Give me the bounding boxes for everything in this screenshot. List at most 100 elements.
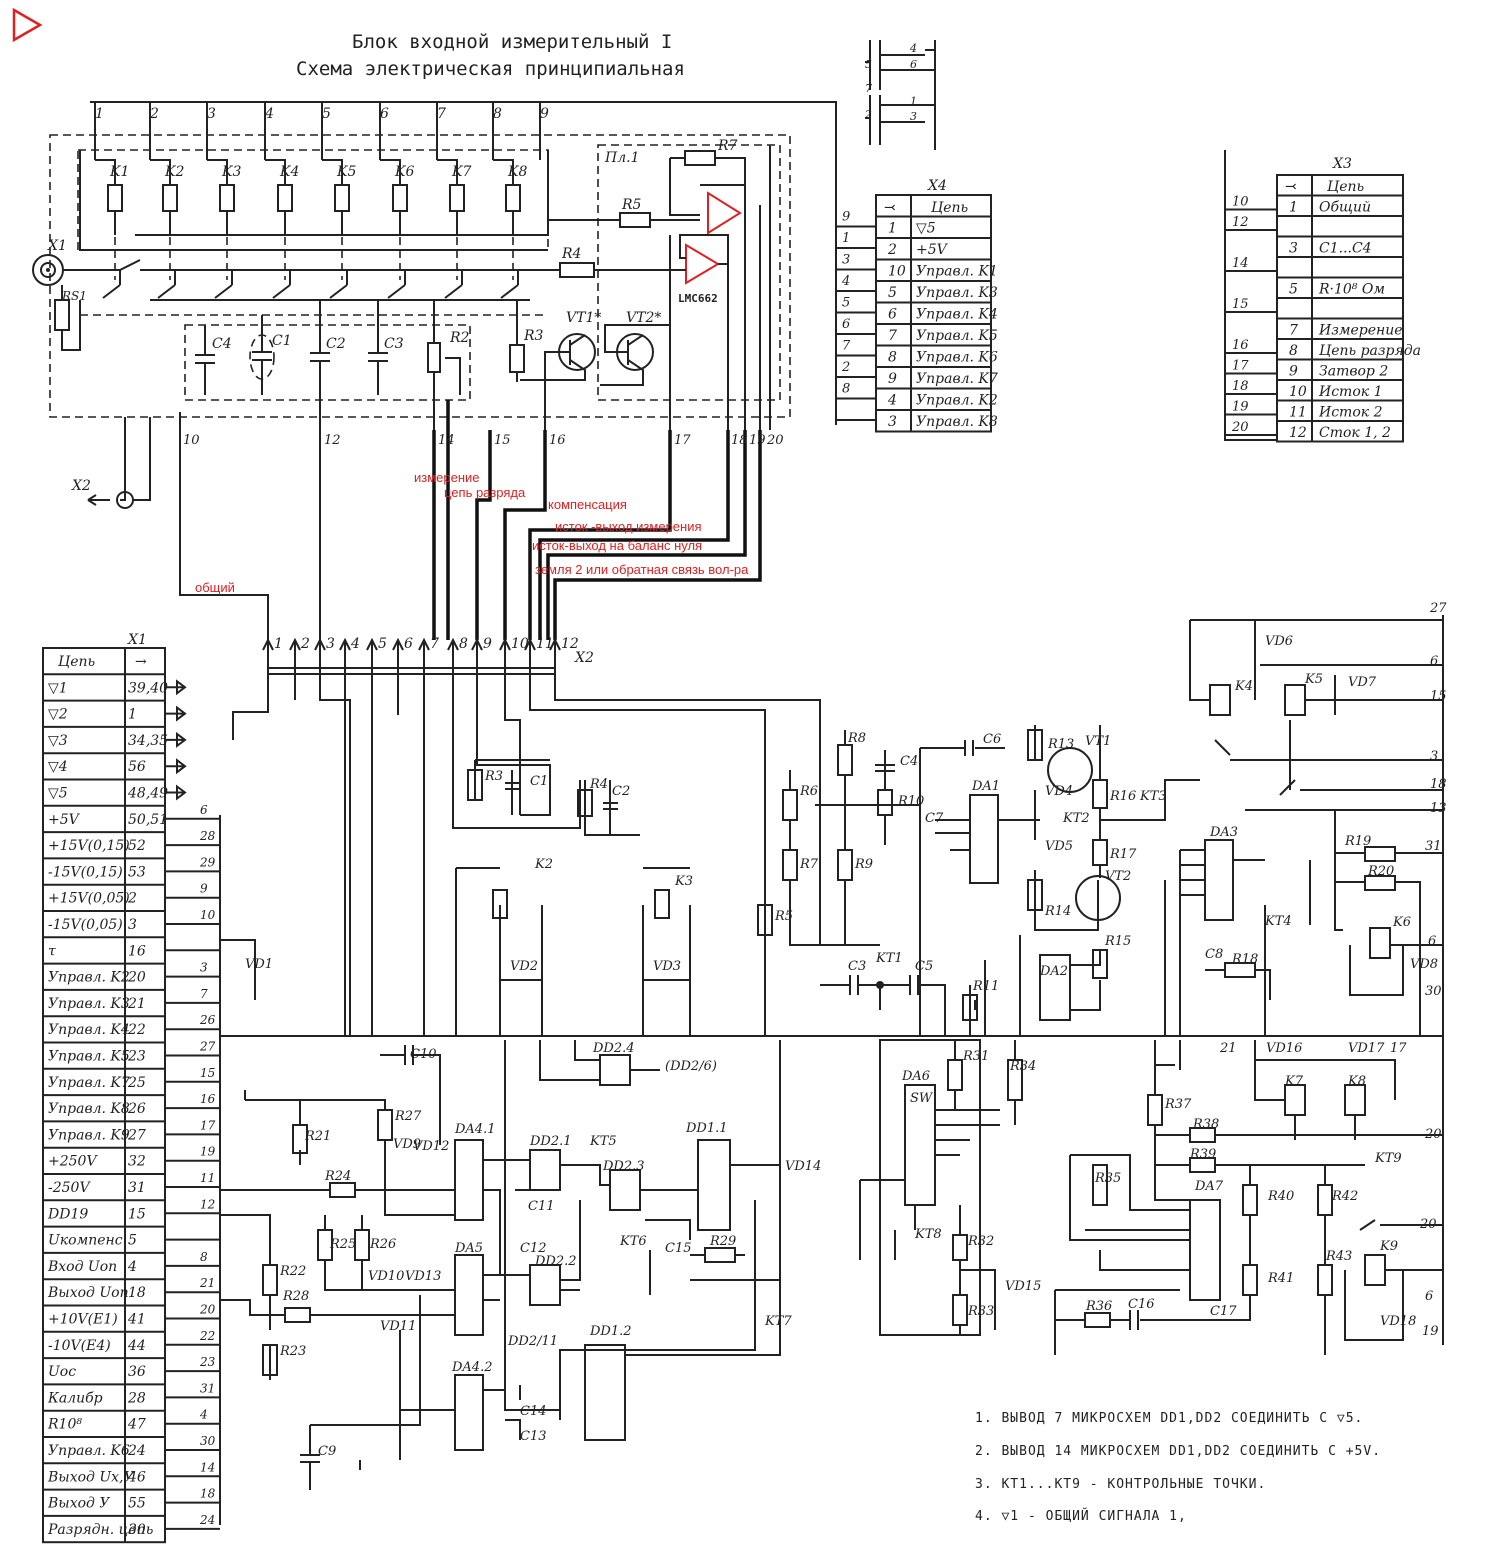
part-c1: C1	[530, 774, 548, 789]
x4-pin-6: 6	[888, 307, 897, 323]
x1-bus-number-3: 9	[200, 882, 208, 896]
x1-pin-13: 22	[127, 1022, 146, 1038]
part-da3: DA3	[1209, 825, 1238, 840]
x3-title: X3	[1332, 156, 1352, 172]
note-3: 3. KT1...KT9 - КОНТРОЛЬНЫЕ ТОЧКИ.	[975, 1477, 1266, 1492]
part-da6: DA6	[901, 1069, 930, 1084]
x4-header-circuit: Цепь	[931, 200, 968, 216]
x3-left-wire-12: 12	[1232, 215, 1249, 230]
x1-pin-6: 52	[128, 838, 146, 854]
x3-left-wire-14: 14	[1232, 256, 1249, 271]
x4-circuit-4: Управл. K4	[916, 307, 998, 323]
x1-bus-number-0: 6	[200, 803, 208, 817]
x3-pin-1: 1	[1289, 200, 1298, 216]
x1-bus-number-9: 27	[199, 1040, 216, 1054]
top-pin-3: 3	[207, 106, 216, 122]
main-board	[219, 615, 1444, 1525]
x1-bus-number-26: 18	[200, 1487, 216, 1501]
x1-input-label: X1	[47, 238, 67, 254]
right-bus-7: 6	[1428, 934, 1436, 949]
x3-left-wire-20: 20	[1231, 420, 1249, 435]
x3-left-wire-17: 17	[1232, 359, 1249, 374]
x1-pin-11: 20	[127, 970, 146, 986]
x1-pin-17: 27	[127, 1127, 146, 1143]
part-r4: R4	[589, 777, 608, 792]
play-marker-icon	[12, 7, 43, 43]
opamp-lower-icon	[685, 243, 720, 285]
x3-pin-3: 3	[1289, 241, 1298, 257]
x1-circuit-5: +5V	[48, 812, 81, 828]
x3-pin-7: 7	[1289, 323, 1298, 339]
x1-pin-9: 3	[128, 917, 137, 933]
title-line-1: Блок входной измерительный I	[352, 31, 672, 53]
x3-pin-12: 12	[1289, 425, 1307, 441]
top-pin-8: 8	[493, 106, 502, 122]
x1-circuit-26: Uос	[48, 1364, 76, 1380]
x1-pin-1: 1	[128, 707, 137, 723]
right-bus-5: 13	[1430, 801, 1447, 816]
part-c15: C15	[665, 1241, 692, 1256]
x2-pin-7: 7	[430, 636, 439, 652]
x3-left-wire-18: 18	[1232, 379, 1249, 394]
part-r15: R15	[1104, 934, 1131, 949]
title-line-2: Схема электрическая принципиальная	[296, 58, 685, 80]
x2-ground-label: X2	[71, 478, 91, 494]
part-da7: DA7	[1194, 1179, 1224, 1194]
part-vd9: VD9	[393, 1137, 421, 1152]
x1-bus-number-17: 8	[200, 1250, 208, 1264]
part-dd2-1: DD2.1	[529, 1134, 572, 1149]
part-vd15: VD15	[1005, 1279, 1041, 1294]
part-dd1-1: DD1.1	[685, 1121, 728, 1136]
part-r33: R33	[967, 1304, 994, 1319]
top-pin-1: 1	[95, 106, 104, 122]
relay-k7-label: K7	[451, 164, 471, 180]
x2-pin-9: 9	[483, 636, 492, 652]
x1-circuit-7: -15V(0,15)	[48, 864, 123, 880]
part-c11: C11	[528, 1199, 555, 1214]
x1-pin-5: 50,51	[128, 812, 168, 828]
annotation-measurement: измерение	[414, 470, 480, 485]
top-pin-5: 5	[322, 106, 331, 122]
x1-circuit-12: Управл. K3	[48, 996, 130, 1012]
x1-header-circuit: Цепь	[58, 654, 95, 670]
part-r13: R13	[1047, 737, 1074, 752]
part-c17: C17	[1210, 1304, 1237, 1319]
svg-text:6: 6	[910, 58, 917, 71]
part-r31: R31	[962, 1049, 989, 1064]
part-vd13: VD13	[405, 1269, 441, 1284]
x3-circuit-11: Сток 1, 2	[1319, 425, 1391, 441]
part-dd2-11: DD2/11	[507, 1334, 558, 1349]
x1-bus-number-14: 11	[200, 1171, 215, 1185]
x2-pin-11: 11	[536, 636, 554, 652]
x4-circuit-6: Управл. K6	[916, 350, 998, 366]
x4-pin-2: 2	[887, 242, 897, 258]
x2-pin-4: 4	[350, 636, 360, 652]
x1-title: X1	[127, 632, 147, 648]
right-bus-9: 21	[1219, 1041, 1237, 1056]
part-kt7: KT7	[764, 1314, 792, 1329]
x4-circuit-3: Управл. K3	[916, 285, 998, 301]
relay-k1-label: K1	[109, 164, 129, 180]
x1-circuit-32: Разрядн. цепь	[47, 1522, 153, 1538]
part-kt5: KT5	[589, 1134, 617, 1149]
x3-left-wire-16: 16	[1232, 338, 1249, 353]
right-bus-0: 27	[1429, 601, 1447, 616]
vt1-label: VT1*	[566, 310, 601, 326]
right-bus-14: 19	[1422, 1324, 1439, 1339]
part-r23: R23	[279, 1344, 306, 1359]
x3-left-wire-19: 19	[1232, 400, 1249, 415]
annotation-source-output-measure: исток -выход измерения	[555, 519, 702, 534]
part-r42: R42	[1331, 1189, 1358, 1204]
x1-pin-26: 36	[128, 1364, 146, 1380]
part-vd11: VD11	[380, 1319, 416, 1334]
dual-mosfet-symbol: 4 6 5 7 2 1 3	[864, 40, 936, 150]
right-bus-10: 17	[1390, 1041, 1407, 1056]
annotation-source-output-zero-balance: исток-выход на баланс нуля	[532, 538, 702, 553]
part-vd17: VD17	[1348, 1041, 1385, 1056]
part-c6: C6	[983, 732, 1001, 747]
part-r25: R25	[329, 1237, 356, 1252]
x4-pin-5: 5	[888, 285, 897, 301]
svg-text:7: 7	[865, 82, 872, 95]
